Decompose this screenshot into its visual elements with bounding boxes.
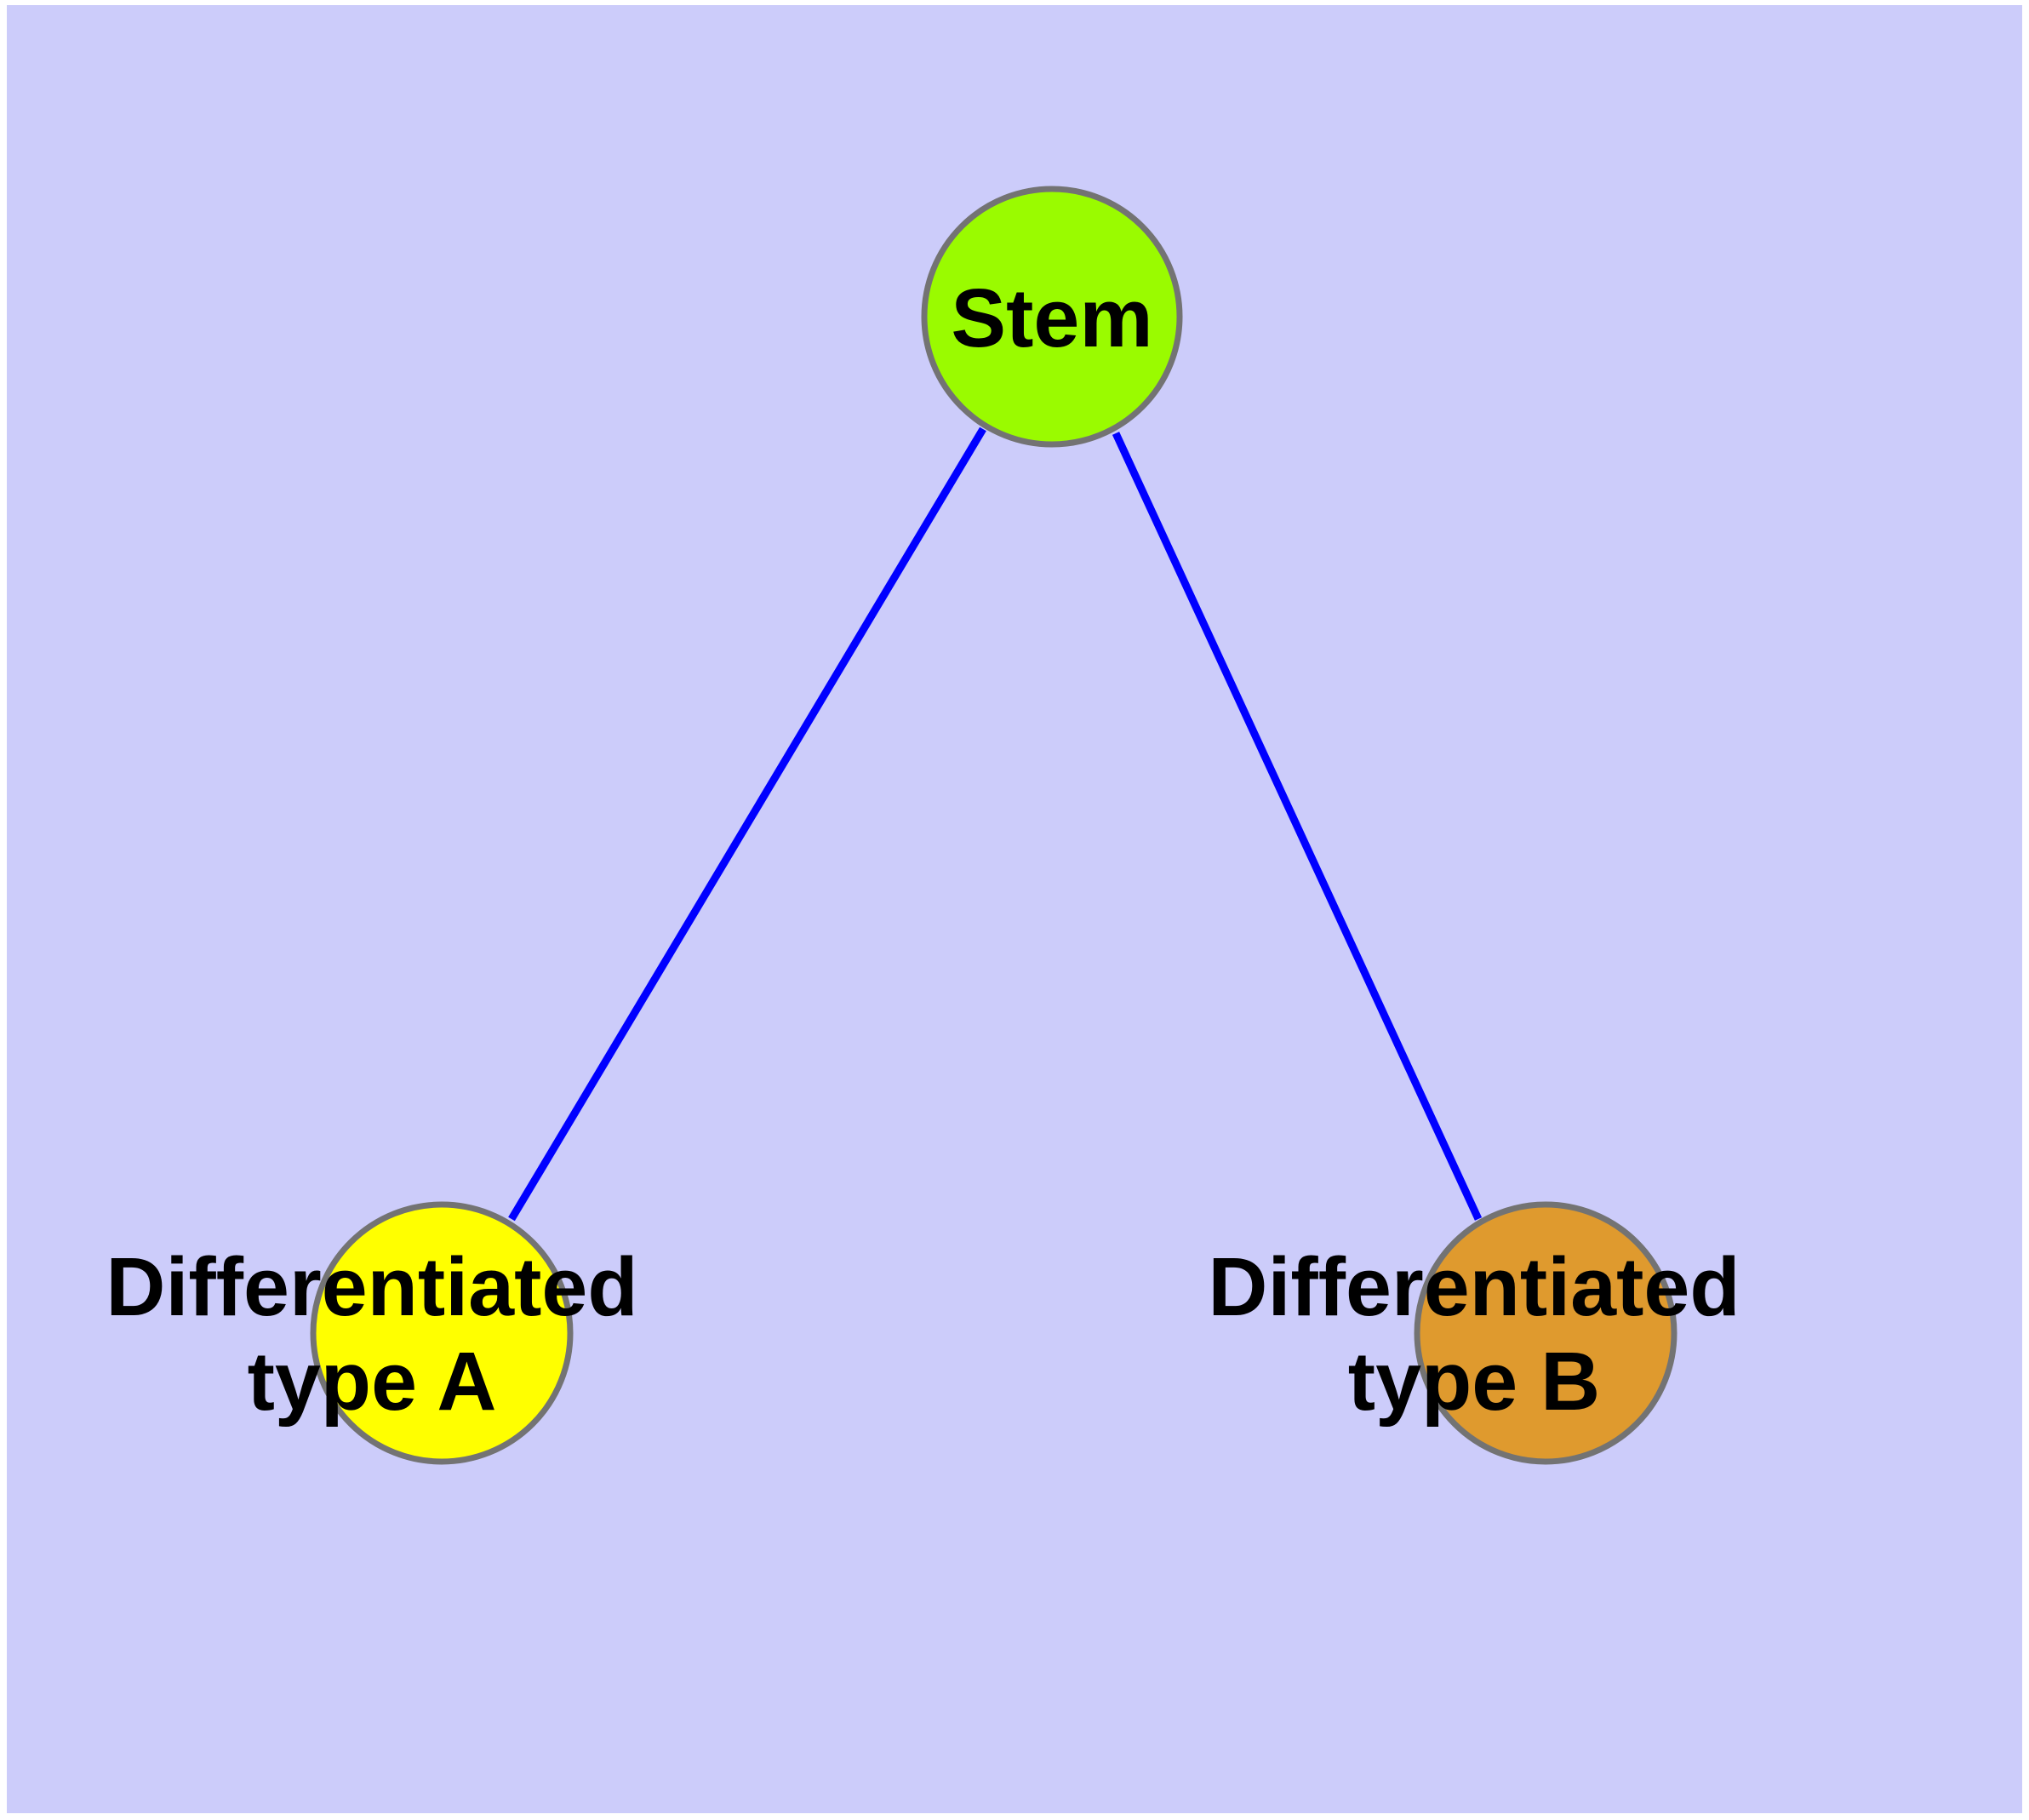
- node-differentiated-type-a-label-line2: type A: [248, 1335, 497, 1428]
- node-stem-label: Stem: [951, 272, 1152, 364]
- node-differentiated-type-a-circle[interactable]: [310, 1201, 574, 1465]
- node-differentiated-type-b-label-line2: type B: [1348, 1335, 1600, 1428]
- edge-layer: [508, 426, 1483, 1222]
- node-layer: [310, 186, 1677, 1465]
- label-layer: Stem Differentiated type A Differentiate…: [106, 272, 1740, 1428]
- node-differentiated-type-b-circle[interactable]: [1414, 1201, 1677, 1465]
- node-differentiated-type-b[interactable]: [1414, 1201, 1677, 1465]
- edge-stem-to-differentiated-type-b[interactable]: [1112, 432, 1483, 1221]
- node-differentiated-type-b-label-line1: Differentiated: [1208, 1240, 1740, 1333]
- node-differentiated-type-a[interactable]: [310, 1201, 574, 1465]
- node-differentiated-type-a-label-line1: Differentiated: [106, 1240, 637, 1333]
- edge-stem-to-differentiated-type-a[interactable]: [508, 426, 986, 1222]
- node-stem[interactable]: [921, 186, 1183, 448]
- node-stem-circle[interactable]: [921, 186, 1183, 448]
